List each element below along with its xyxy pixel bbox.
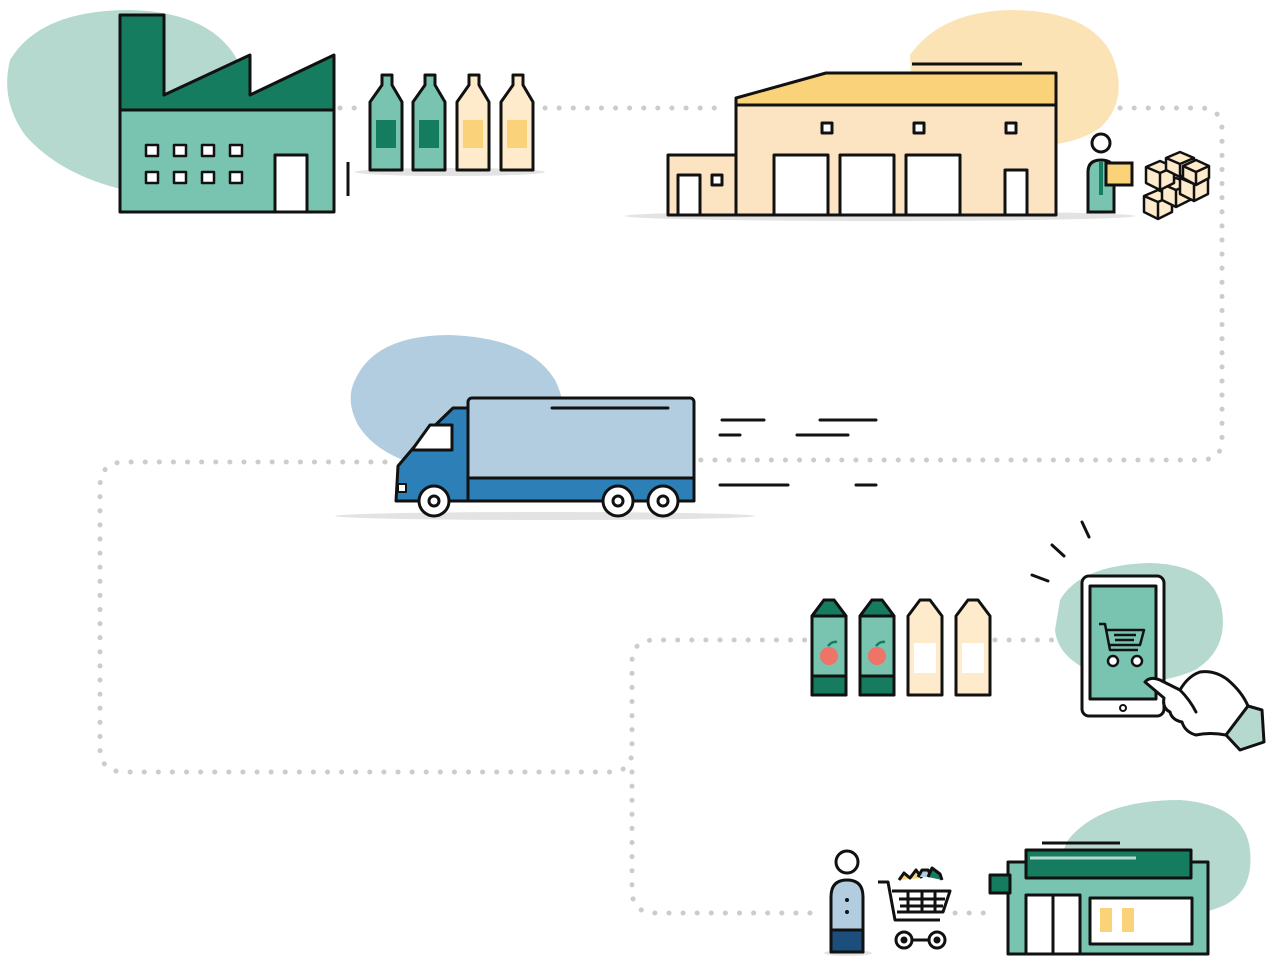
shopping-cart-icon bbox=[878, 866, 952, 950]
warehouse-icon bbox=[666, 71, 1058, 217]
notification-rays bbox=[1030, 520, 1091, 583]
online-order-stage bbox=[810, 520, 1266, 752]
carton-icon bbox=[906, 598, 944, 697]
smartphone-cart-icon bbox=[1080, 574, 1166, 718]
store-stage bbox=[824, 800, 1251, 956]
store-icon bbox=[988, 841, 1210, 956]
shopper-icon bbox=[829, 849, 865, 954]
truck-shadow bbox=[335, 512, 755, 520]
factory-bottles bbox=[368, 73, 535, 172]
factory-icon bbox=[118, 13, 336, 214]
truck-stage bbox=[335, 335, 878, 520]
apple-juice-carton-icon bbox=[858, 598, 896, 697]
apple-juice-carton-icon bbox=[810, 598, 848, 697]
delivery-truck-icon bbox=[394, 396, 696, 518]
worker-with-box-icon bbox=[1086, 132, 1134, 214]
bottle-icon bbox=[455, 73, 491, 172]
warehouse-stage bbox=[625, 10, 1211, 221]
bottle-icon bbox=[411, 73, 447, 172]
bottle-icon bbox=[499, 73, 535, 172]
supply-chain-path bbox=[97, 105, 1225, 916]
speed-lines bbox=[498, 396, 878, 487]
factory-stage bbox=[7, 10, 545, 214]
carton-icon bbox=[954, 598, 992, 697]
pointing-hand-icon bbox=[1143, 670, 1266, 752]
juice-cartons bbox=[810, 598, 992, 697]
shopping-cart-icon bbox=[1099, 622, 1146, 668]
bottle-icon bbox=[368, 73, 404, 172]
stacked-boxes-icon bbox=[1142, 150, 1211, 221]
